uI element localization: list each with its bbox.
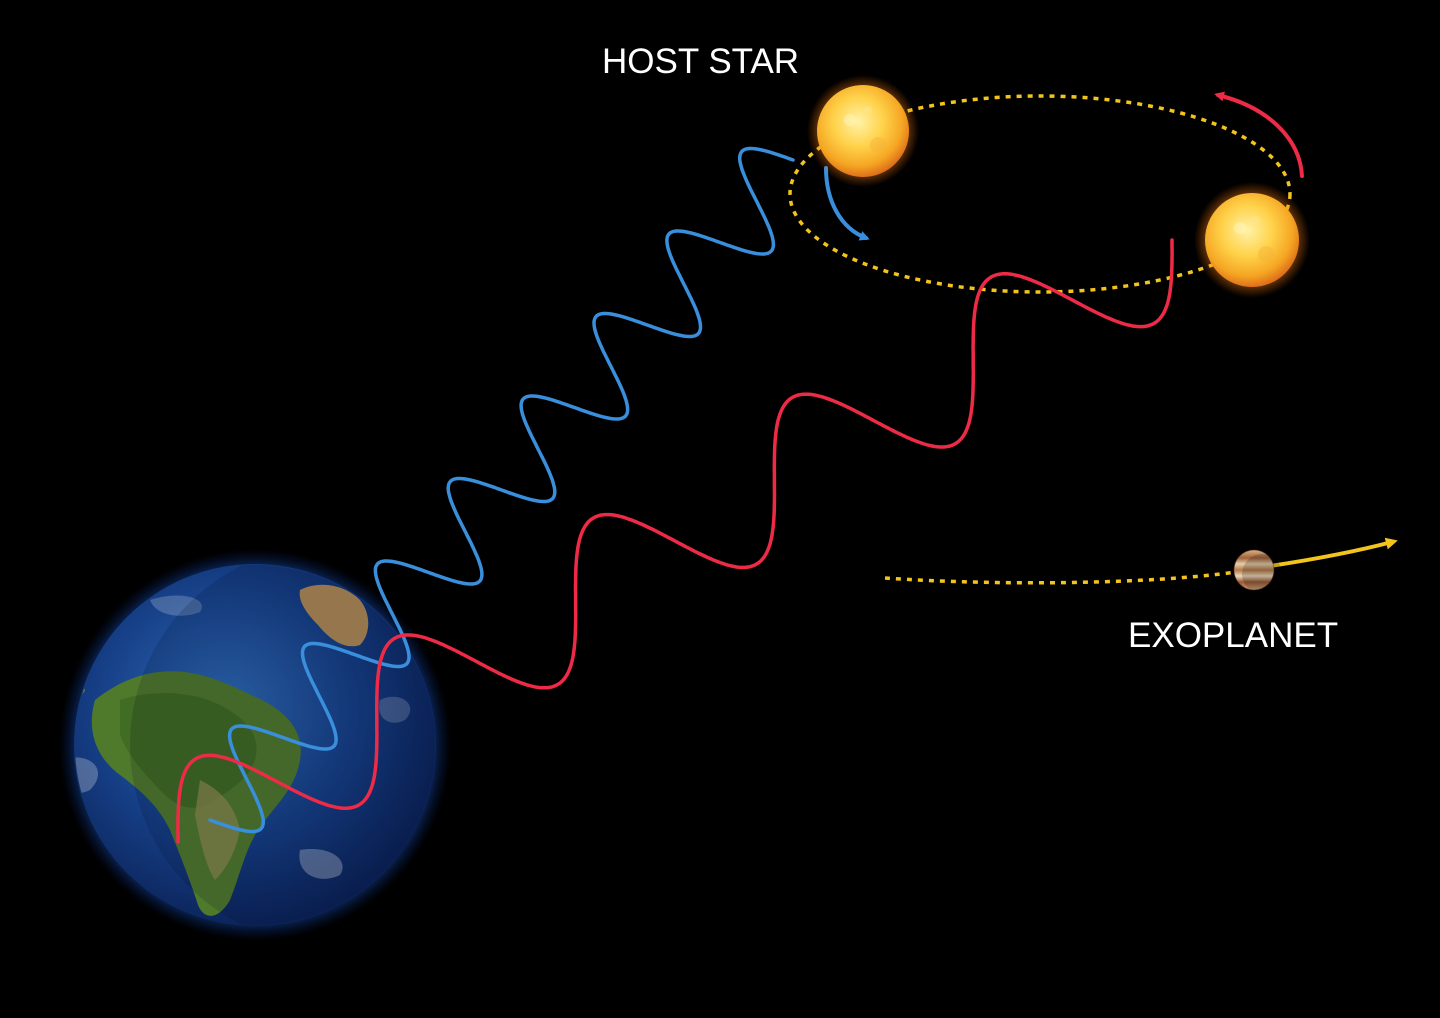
sun-star-icon	[807, 75, 919, 187]
host-star-label: HOST STAR	[602, 42, 800, 81]
sun-star-icon	[1194, 182, 1310, 298]
star-motion-arrow-blue	[824, 166, 870, 241]
star-motion-arrow-red	[1214, 91, 1304, 178]
earth-globe-icon	[59, 549, 451, 941]
exoplanet-motion-arrow	[1268, 537, 1398, 568]
gas-giant-planet-icon	[1233, 549, 1282, 594]
exoplanet-orbit-path	[884, 570, 1237, 585]
star-orbit-path	[788, 94, 1292, 294]
redshift-light-wave	[176, 238, 1174, 844]
exoplanet-label: EXOPLANET	[1128, 616, 1339, 655]
blueshift-light-wave	[208, 146, 795, 834]
